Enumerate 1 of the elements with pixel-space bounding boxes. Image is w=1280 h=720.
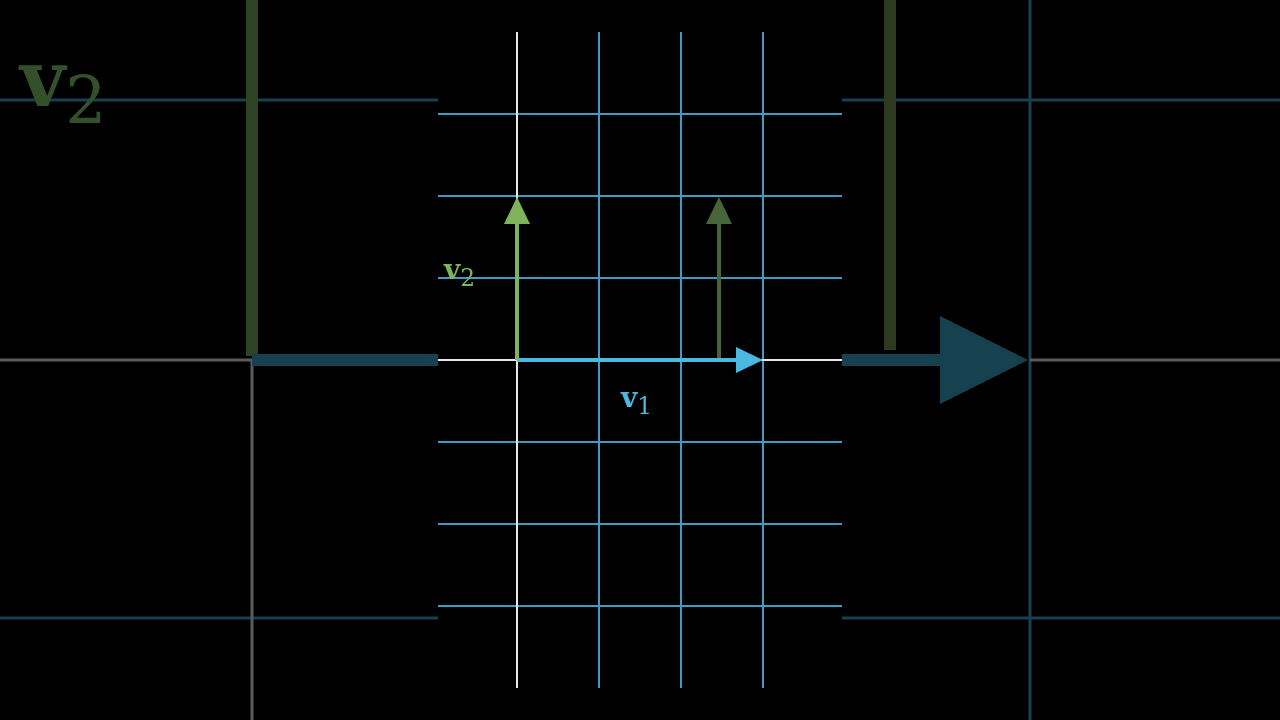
vector-label: v$_{1}$ bbox=[621, 384, 653, 418]
